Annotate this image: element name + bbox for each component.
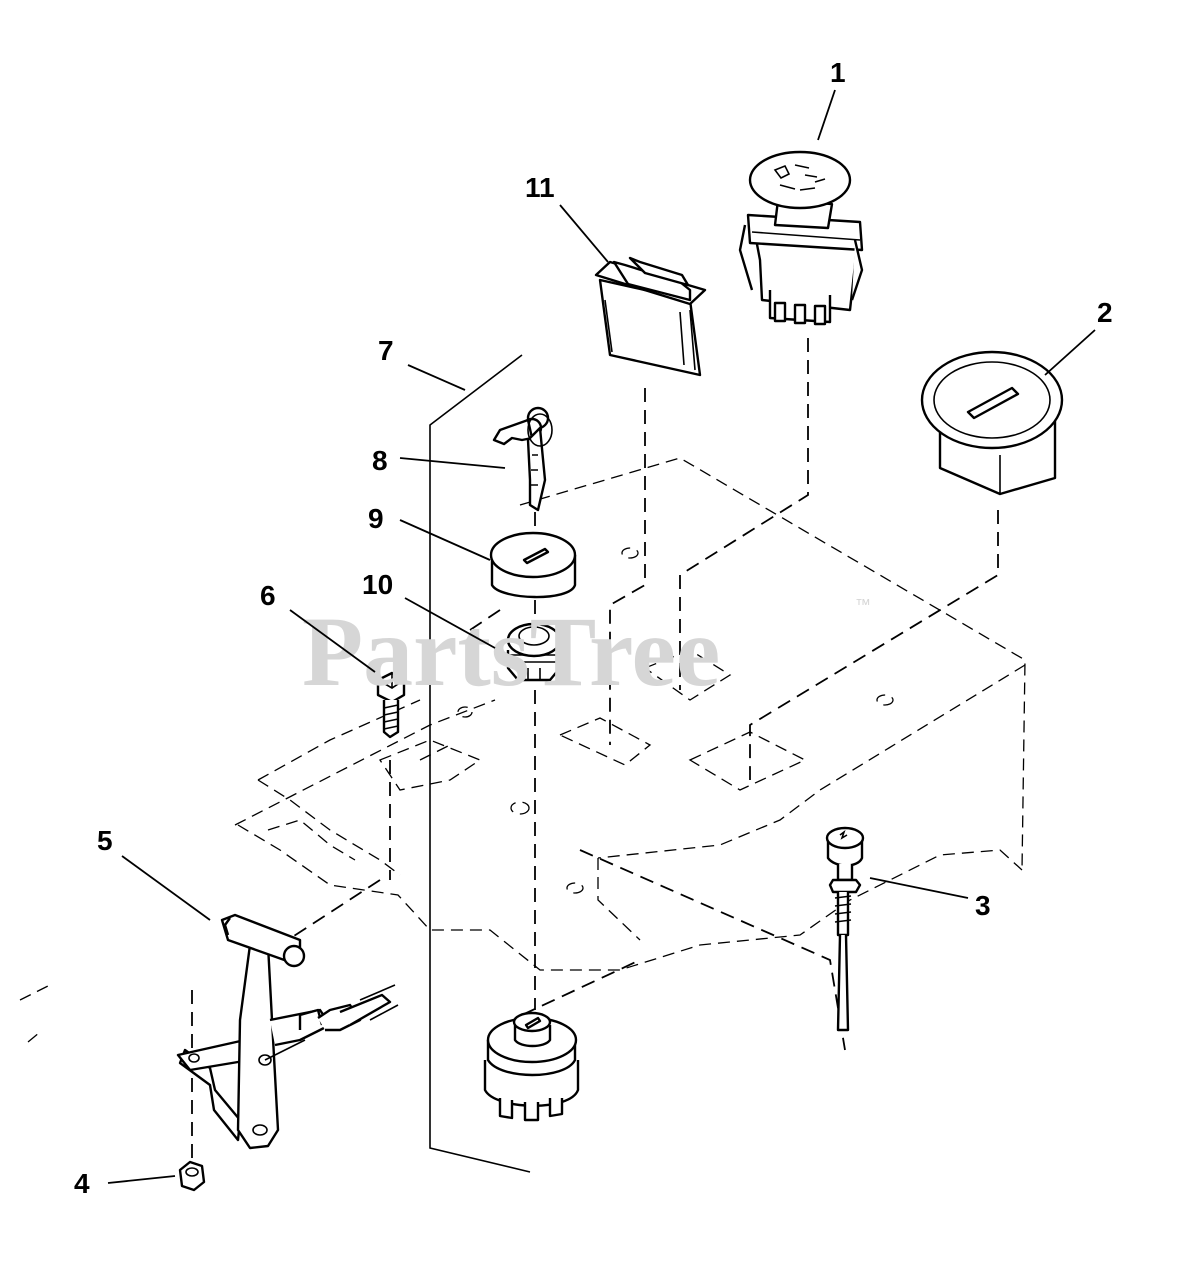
choke-cable-part-3 xyxy=(825,826,865,1032)
bracket-line-7 xyxy=(429,354,531,1173)
leader-line-3 xyxy=(869,877,969,899)
leader-line-1 xyxy=(817,89,836,141)
watermark: PartsTree ™ xyxy=(302,596,871,707)
leader-line-6 xyxy=(289,609,376,673)
callout-4: 4 xyxy=(74,1168,90,1199)
callout-8: 8 xyxy=(372,445,388,476)
hex-bolt-part-6 xyxy=(376,671,406,739)
bushing-nut-part-10 xyxy=(506,622,562,682)
callout-6: 6 xyxy=(260,580,276,611)
callout-2: 2 xyxy=(1097,297,1113,328)
callout-5: 5 xyxy=(97,825,113,856)
ignition-switch-body xyxy=(483,1011,580,1122)
callout-numbers: 1 2 3 4 5 6 7 8 9 10 11 xyxy=(74,57,1113,1199)
watermark-trademark: ™ xyxy=(855,597,871,614)
ignition-keys-part-8 xyxy=(492,406,553,512)
pto-switch-part-1 xyxy=(738,150,864,326)
leader-line-9 xyxy=(399,519,491,561)
watermark-text: PartsTree xyxy=(302,596,720,707)
plug-cap-part-2 xyxy=(920,350,1064,496)
leader-line-4 xyxy=(107,1175,176,1184)
leader-line-11 xyxy=(559,204,609,263)
leader-line-8 xyxy=(399,457,506,469)
leader-line-10 xyxy=(404,597,496,649)
leader-line-5 xyxy=(121,855,211,921)
callout-7: 7 xyxy=(378,335,394,366)
leader-lines xyxy=(107,89,1096,1184)
leader-line-2 xyxy=(1044,329,1096,376)
callout-11: 11 xyxy=(525,172,555,203)
hex-nut-part-4 xyxy=(178,1160,206,1192)
key-switch-cap-part-9 xyxy=(489,531,577,599)
leader-line-7 xyxy=(407,364,466,391)
callout-10: 10 xyxy=(362,569,393,600)
callout-1: 1 xyxy=(830,57,846,88)
throttle-lever-part-5 xyxy=(176,913,399,1150)
callout-9: 9 xyxy=(368,503,384,534)
rocker-switch-part-11 xyxy=(594,256,707,377)
callout-3: 3 xyxy=(975,890,991,921)
